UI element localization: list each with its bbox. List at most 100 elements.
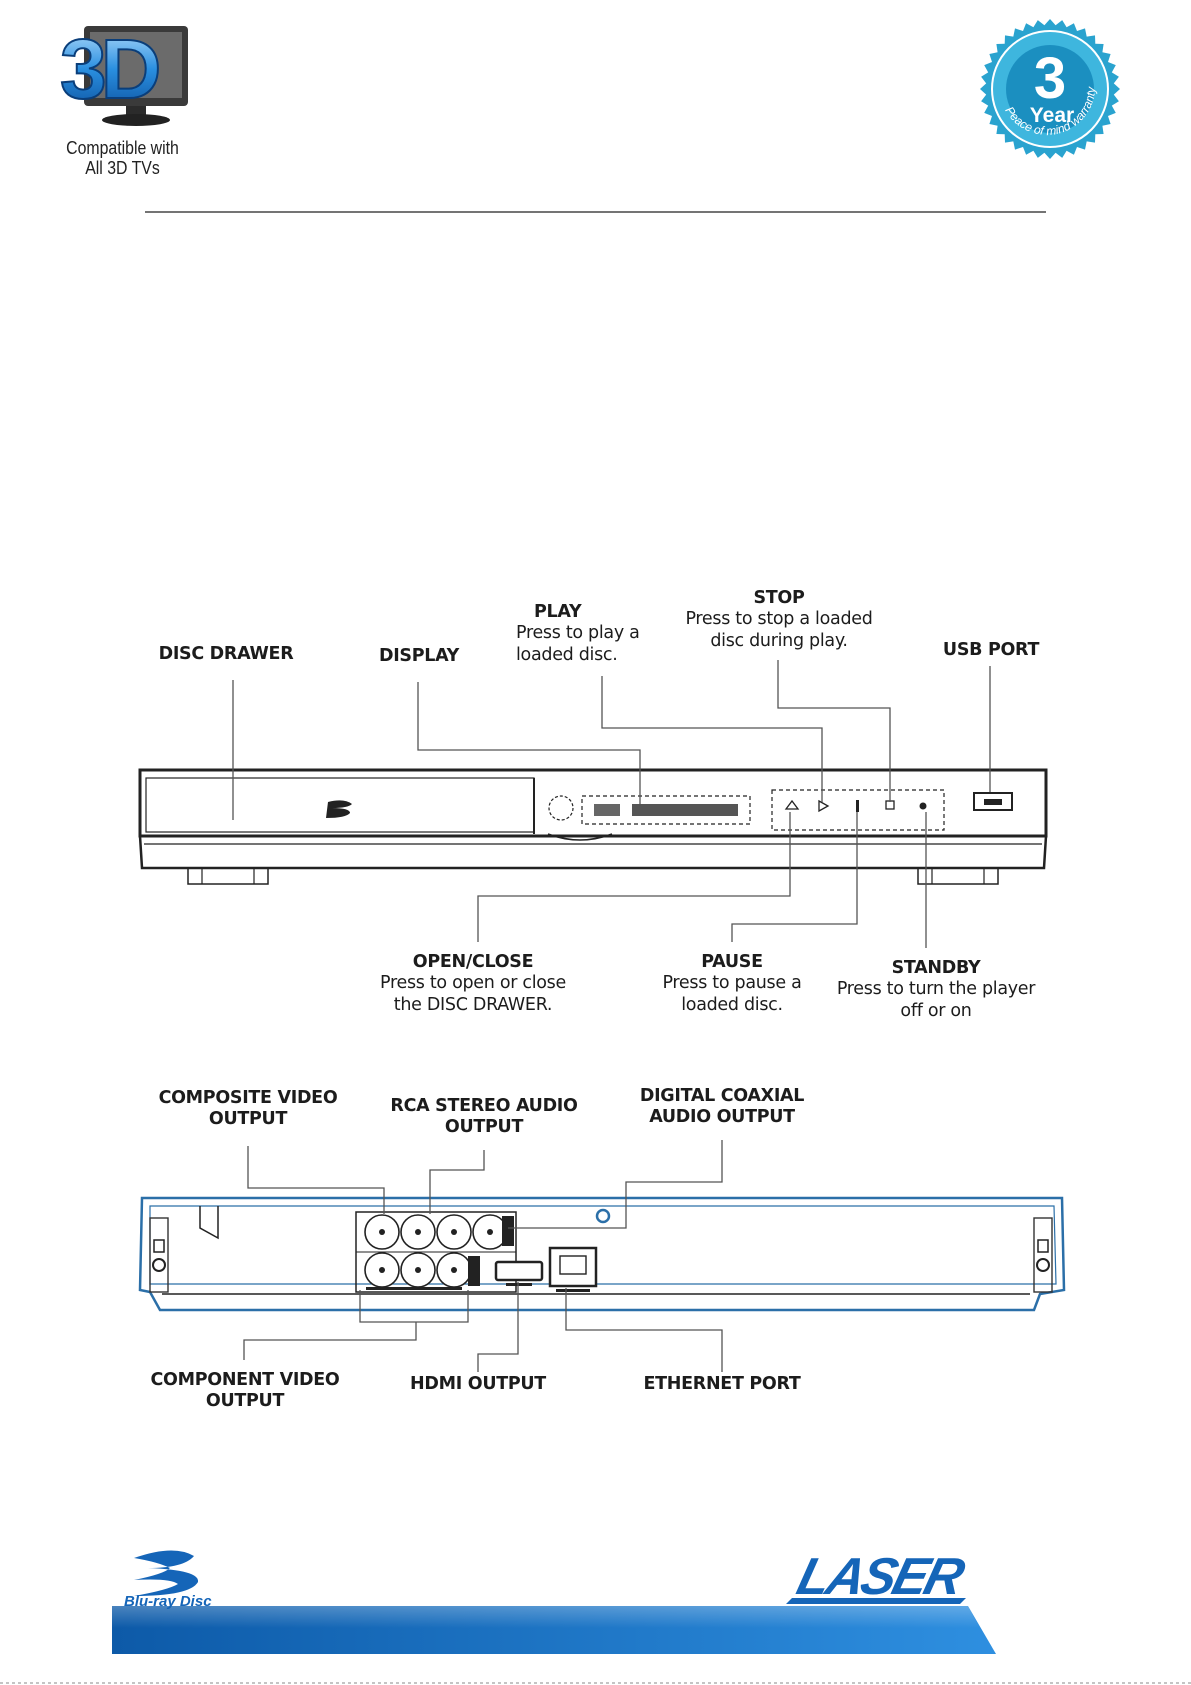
bluray-logo: Blu-ray Disc: [124, 1550, 212, 1610]
callout-play-line2: loaded disc.: [516, 644, 618, 665]
rca-jack-center-2: [415, 1229, 421, 1235]
rca-jack-center-1: [379, 1229, 385, 1235]
callout-digital-coaxial-line1: DIGITAL COAXIAL: [639, 1086, 805, 1106]
bluray-disc-icon: [134, 1550, 199, 1596]
callout-rca-stereo-audio: RCA STEREO AUDIO OUTPUT: [376, 1096, 592, 1139]
callout-disc-drawer: DISC DRAWER: [156, 644, 296, 665]
rear-vent-right: [1037, 1239, 1049, 1253]
warranty-seal: 3 Year Peace of mind warranty: [980, 19, 1120, 159]
tv-monitor-screen: [90, 32, 182, 98]
ethernet-label-strip: [556, 1289, 590, 1292]
compat-caption: Compatible with All 3D TVs: [50, 138, 195, 178]
front-panel-drawing: [138, 768, 1048, 885]
callout-display-title: DISPLAY: [378, 646, 460, 666]
laser-logo-text: LASER: [792, 1548, 971, 1606]
rca-jack-center-3: [451, 1229, 457, 1235]
rear-ground-screw: [595, 1208, 611, 1224]
standby-icon: [919, 802, 927, 810]
callout-open-close: OPEN/CLOSE Press to open or close the DI…: [368, 952, 578, 1016]
callout-open-close-line2: the DISC DRAWER.: [393, 994, 553, 1015]
component-label-strip: [366, 1287, 462, 1290]
callout-pause: PAUSE Press to pause a loaded disc.: [648, 952, 816, 1016]
callout-rca-stereo-audio-line2: OUTPUT: [444, 1117, 524, 1138]
callout-stop-line1: Press to stop a loaded: [685, 609, 873, 630]
rca-jack-center-4: [487, 1229, 493, 1235]
callout-usb-port-title: USB PORT: [942, 640, 1040, 660]
callout-play: PLAY Press to play a loaded disc.: [516, 602, 656, 666]
button-panel: [771, 789, 945, 831]
rear-jack-labels: [366, 1216, 590, 1292]
display-window: [581, 795, 751, 825]
callout-standby: STANDBY Press to turn the player off or …: [826, 958, 1046, 1022]
compat-caption-line1: Compatible with: [66, 138, 179, 158]
rear-jacks: [364, 1214, 598, 1288]
callout-component-video-line1: COMPONENT VIDEO: [150, 1370, 340, 1390]
callout-stop: STOP Press to stop a loaded disc during …: [670, 588, 888, 652]
callout-component-video: COMPONENT VIDEO OUTPUT: [138, 1370, 352, 1413]
seal-center: [1006, 45, 1094, 133]
rca-jack-center-7: [451, 1267, 457, 1273]
front-panel-details: [326, 799, 1002, 818]
leader-display: [417, 682, 641, 806]
front-foot-left: [187, 867, 269, 885]
compat-caption-line2: All 3D TVs: [85, 158, 160, 178]
callout-play-title: PLAY: [534, 602, 582, 622]
component-label-tab: [468, 1256, 480, 1286]
power-cord-stub: [199, 1206, 219, 1240]
play-icon: [818, 799, 830, 813]
callout-disc-drawer-title: DISC DRAWER: [158, 644, 294, 664]
callout-standby-line2: off or on: [900, 1000, 972, 1021]
rear-side-bracket-left: [149, 1217, 169, 1293]
callout-pause-line1: Press to pause a: [662, 973, 802, 994]
tv-stand-neck: [126, 106, 146, 116]
rear-panel-drawing: [138, 1196, 1066, 1312]
coaxial-label-tab: [502, 1216, 514, 1246]
callout-composite-video: COMPOSITE VIDEO OUTPUT: [146, 1088, 350, 1131]
front-panel-notch: [547, 833, 613, 841]
bluray-front-logo-icon: [326, 800, 352, 818]
display-segments: [632, 804, 738, 816]
callout-composite-video-line2: OUTPUT: [208, 1109, 288, 1130]
leader-play: [601, 676, 823, 802]
callout-stop-line2: disc during play.: [710, 630, 848, 651]
ethernet-port-inner: [559, 1255, 587, 1275]
callout-open-close-title: OPEN/CLOSE: [412, 952, 534, 972]
callout-display: DISPLAY: [364, 646, 474, 667]
logo-3d-text: 3D: [60, 22, 159, 116]
leader-ethernet: [565, 1288, 723, 1372]
callout-digital-coaxial: DIGITAL COAXIAL AUDIO OUTPUT: [620, 1086, 824, 1129]
callout-pause-title: PAUSE: [701, 952, 763, 972]
usb-port-inner: [984, 799, 1002, 805]
leader-component: [243, 1290, 469, 1360]
ir-sensor: [548, 795, 574, 821]
tv-stand-base: [102, 114, 170, 126]
callout-pause-line2: loaded disc.: [681, 994, 783, 1015]
hdmi-port: [494, 1260, 544, 1282]
callout-hdmi-output: HDMI OUTPUT: [394, 1374, 562, 1395]
callout-usb-port: USB PORT: [930, 640, 1052, 661]
callout-rca-stereo-audio-line1: RCA STEREO AUDIO: [390, 1096, 578, 1116]
callout-standby-line1: Press to turn the player: [836, 979, 1036, 1000]
leader-composite: [247, 1146, 385, 1214]
callout-component-video-line2: OUTPUT: [205, 1391, 285, 1412]
rca-jack-center-6: [415, 1267, 421, 1273]
seal-word: Year: [1030, 104, 1074, 127]
rear-screw-left: [152, 1258, 166, 1272]
rear-side-bracket-right: [1033, 1217, 1053, 1293]
leader-stop: [777, 660, 891, 802]
leader-rca-audio: [429, 1150, 485, 1214]
callout-stop-title: STOP: [753, 588, 805, 608]
pause-icon: [856, 800, 859, 812]
bluray-logo-text: Blu-ray Disc: [124, 1593, 212, 1610]
display-icon-box: [594, 804, 620, 816]
footer-bar-sheen: [112, 1606, 980, 1628]
laser-logo-swoosh: [786, 1598, 966, 1604]
laser-logo: LASER: [786, 1548, 970, 1606]
rear-chassis-outline: [138, 1196, 1066, 1312]
callout-composite-video-line1: COMPOSITE VIDEO: [158, 1088, 338, 1108]
footer-band: [0, 1606, 1191, 1684]
callout-digital-coaxial-line2: AUDIO OUTPUT: [649, 1107, 795, 1128]
seal-number: 3: [1034, 46, 1066, 111]
leader-open-close: [477, 812, 791, 942]
